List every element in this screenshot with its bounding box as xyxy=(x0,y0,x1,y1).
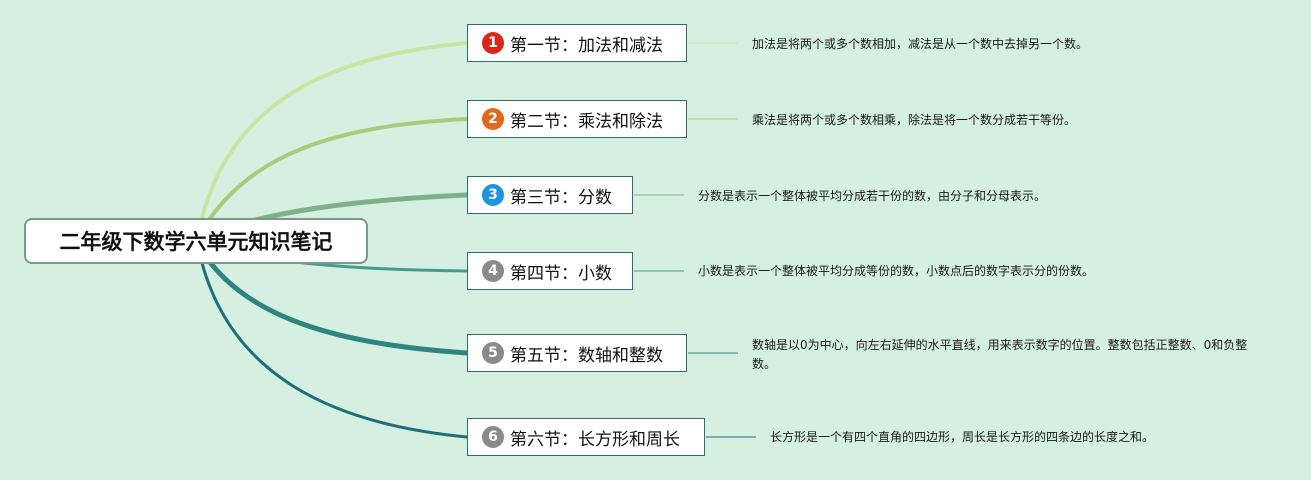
topic-title-3: 第三节：分数 xyxy=(510,187,612,208)
number-badge-4: 4 xyxy=(482,260,504,282)
note-section-1: 加法是将两个或多个数相加，减法是从一个数中去掉另一个数。 xyxy=(752,37,1089,51)
topic-section-3[interactable]: 3 第三节：分数 xyxy=(467,176,633,214)
number-badge-2: 2 xyxy=(482,108,504,130)
number-badge-5: 5 xyxy=(482,342,504,364)
branch-connector-2 xyxy=(196,117,469,240)
note-section-5: 数轴是以0为中心，向左右延伸的水平直线，用来表示数字的位置。整数包括正整数、0和… xyxy=(752,338,1248,371)
note-section-4: 小数是表示一个整体被平均分成等份的数，小数点后的数字表示分的份数。 xyxy=(698,264,1095,278)
topic-section-2[interactable]: 2 第二节：乘法和除法 xyxy=(467,100,687,138)
number-badge-6: 6 xyxy=(482,426,504,448)
branch-connector-5 xyxy=(195,241,470,356)
note-section-3: 分数是表示一个整体被平均分成若干份的数，由分子和分母表示。 xyxy=(698,189,1047,203)
number-badge-3: 3 xyxy=(482,184,504,206)
central-topic-title: 二年级下数学六单元知识笔记 xyxy=(59,230,333,254)
note-section-2: 乘法是将两个或多个数相乘，除法是将一个数分成若干等份。 xyxy=(752,113,1077,127)
topic-section-6[interactable]: 6 第六节：长方形和周长 xyxy=(467,418,705,456)
topic-section-5[interactable]: 5 第五节：数轴和整数 xyxy=(467,334,687,372)
topic-title-2: 第二节：乘法和除法 xyxy=(510,111,663,132)
branch-connector-6 xyxy=(196,244,469,439)
topic-title-4: 第四节：小数 xyxy=(510,263,612,284)
branch-connector-1 xyxy=(196,41,469,238)
topic-title-1: 第一节：加法和减法 xyxy=(510,35,663,56)
topic-title-5: 第五节：数轴和整数 xyxy=(510,345,663,366)
topic-title-6: 第六节：长方形和周长 xyxy=(510,429,680,450)
topic-section-4[interactable]: 4 第四节：小数 xyxy=(467,252,633,290)
topic-section-1[interactable]: 1 第一节：加法和减法 xyxy=(467,24,687,62)
central-topic[interactable]: 二年级下数学六单元知识笔记 xyxy=(24,218,368,264)
number-badge-1: 1 xyxy=(482,32,504,54)
note-section-6: 长方形是一个有四个直角的四边形，周长是长方形的四条边的长度之和。 xyxy=(770,430,1155,444)
